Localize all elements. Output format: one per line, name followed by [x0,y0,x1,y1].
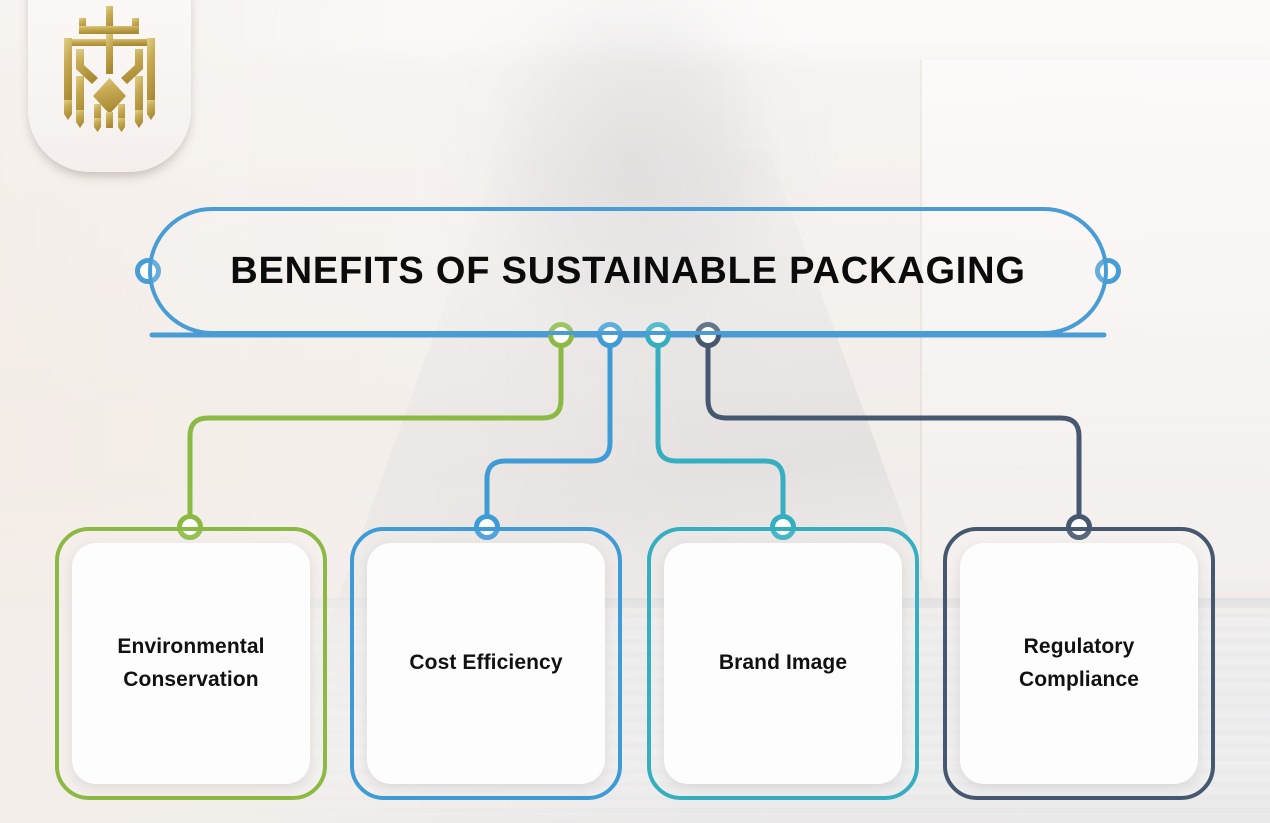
card-brand-image[interactable]: Brand Image [647,527,919,800]
logo-badge[interactable] [28,0,191,172]
wire-regulatory [705,332,1082,530]
hub-node-regulatory [695,322,721,348]
hub-node-cost [597,322,623,348]
card-cost-efficiency[interactable]: Cost Efficiency [350,527,622,800]
page-title: BENEFITS OF SUSTAINABLE PACKAGING [230,249,1026,292]
card-anchor-node-group [177,514,1092,540]
hub-node-environmental [548,322,574,348]
wire-brand [655,332,786,530]
hub-node-group [548,322,721,348]
title-banner: BENEFITS OF SUSTAINABLE PACKAGING [148,207,1108,335]
card-inner-panel: Cost Efficiency [367,543,605,784]
hub-node-brand [645,322,671,348]
wire-environmental [187,332,564,530]
card-label-brand-image: Brand Image [718,651,848,675]
card-label-cost-efficiency: Cost Efficiency [409,651,563,675]
wire-cost [484,332,613,530]
heraldic-crest-icon [63,6,155,132]
card-inner-panel: Brand Image [664,543,902,784]
